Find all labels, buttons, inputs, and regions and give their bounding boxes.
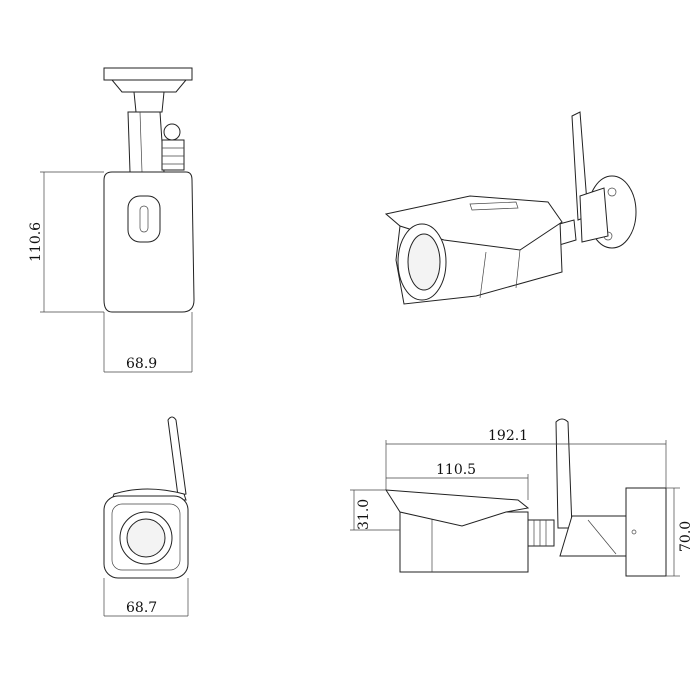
button-cover bbox=[127, 195, 161, 243]
mount-block bbox=[625, 487, 667, 577]
hood-profile bbox=[385, 489, 530, 527]
bracket-iso bbox=[579, 187, 609, 243]
lens-inner-front bbox=[126, 518, 166, 558]
side-view: 110.6 68.9 bbox=[28, 67, 195, 373]
bracket-profile bbox=[559, 515, 627, 557]
dim-side-width: 68.9 bbox=[126, 356, 157, 372]
antenna-connector bbox=[161, 139, 185, 171]
bracket-arm bbox=[127, 111, 165, 173]
antenna-front bbox=[167, 416, 187, 497]
sun-hood-iso bbox=[384, 195, 563, 251]
connector-profile bbox=[527, 519, 555, 547]
dim-housing-length: 110.5 bbox=[436, 462, 476, 478]
mount-plate bbox=[103, 67, 193, 81]
dim-front-width: 68.7 bbox=[126, 600, 157, 616]
isometric-view bbox=[384, 111, 637, 305]
dim-mount-height: 70.0 bbox=[678, 521, 694, 552]
bracket-upper bbox=[133, 91, 165, 113]
dim-total-length: 192.1 bbox=[488, 428, 528, 444]
dim-hood-height: 31.0 bbox=[356, 499, 372, 530]
lens-inner-iso bbox=[407, 233, 441, 291]
connector-ring bbox=[163, 123, 181, 141]
front-bezel bbox=[111, 503, 181, 571]
hood-logo-iso bbox=[469, 201, 519, 211]
mount-base bbox=[110, 79, 188, 93]
antenna-profile bbox=[555, 418, 573, 529]
button bbox=[139, 205, 149, 233]
front-view: 68.7 bbox=[103, 416, 189, 617]
profile-view: 192.1 110.5 31.0 70.0 bbox=[350, 418, 694, 577]
dim-side-height: 110.6 bbox=[28, 222, 44, 262]
